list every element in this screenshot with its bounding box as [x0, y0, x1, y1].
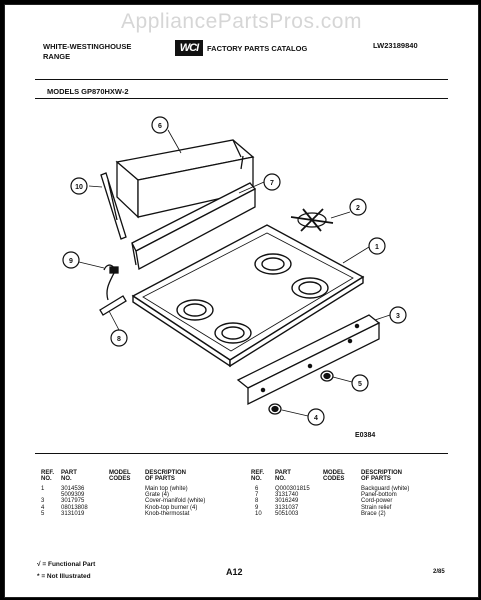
page-code: A12 [226, 567, 243, 577]
page-date: 2/85 [433, 569, 445, 575]
callout-7: 7 [270, 180, 274, 187]
catalog-page: AppliancePartsPros.com WHITE-WESTINGHOUS… [4, 4, 479, 598]
catalog-title: FACTORY PARTS CATALOG [207, 44, 308, 53]
part-column-right: Q000301815 3131740 3016249 3131037 50510… [275, 486, 310, 517]
product-type: RANGE [43, 52, 71, 61]
callout-3: 3 [396, 313, 400, 320]
models-line: MODELS GP870HXW-2 [47, 87, 129, 96]
desc-column-right: Backguard (white) Panel-bottom Cord-powe… [361, 486, 410, 517]
callout-9: 9 [69, 258, 73, 265]
callout-8: 8 [117, 336, 121, 343]
desc-column: Main top (white) Grate (4) Cover-manifol… [145, 486, 206, 517]
callout-6: 6 [158, 123, 162, 130]
wci-logo: WCI [175, 40, 203, 56]
ref-header: REF.NO. [41, 470, 55, 483]
doc-number: LW23189840 [373, 41, 418, 50]
models-rule [35, 98, 448, 99]
callout-4: 4 [314, 415, 318, 422]
diagram-id: E0384 [355, 432, 376, 439]
callout-circles [62, 116, 407, 426]
legend-not-illustrated: * = Not Illustrated [37, 573, 91, 580]
callout-2: 2 [356, 205, 360, 212]
callout-1: 1 [375, 244, 379, 251]
brand-name: WHITE-WESTINGHOUSE [43, 42, 132, 51]
exploded-diagram: 6 10 7 2 1 9 8 3 5 4 [62, 116, 407, 426]
grate-part [290, 208, 334, 232]
callout-numbers: 6 10 7 2 1 9 8 3 5 4 [69, 123, 400, 422]
watermark: AppliancePartsPros.com [121, 10, 362, 33]
legend-functional: √ = Functional Part [37, 561, 96, 568]
manifold-cover-part [236, 314, 381, 406]
ref-header-right: REF.NO. [251, 470, 265, 483]
diagram-bottom-rule [35, 453, 448, 454]
ref-column: 1 3 4 5 [41, 486, 45, 517]
brace-part [100, 172, 127, 240]
bottom-panel-part [131, 182, 257, 271]
callout-10: 10 [75, 184, 83, 191]
knob-parts [268, 370, 334, 415]
brand-block: WHITE-WESTINGHOUSE RANGE [43, 42, 131, 62]
ref-column-right: 6 7 8 9 10 [255, 486, 262, 517]
callout-5: 5 [358, 381, 362, 388]
part-column: 3014536 5009309 3017975 08013808 3131019 [61, 486, 88, 517]
power-cord-part [99, 264, 127, 316]
header-rule [35, 79, 448, 80]
leader-lines [78, 129, 391, 417]
main-top-part [131, 224, 365, 368]
